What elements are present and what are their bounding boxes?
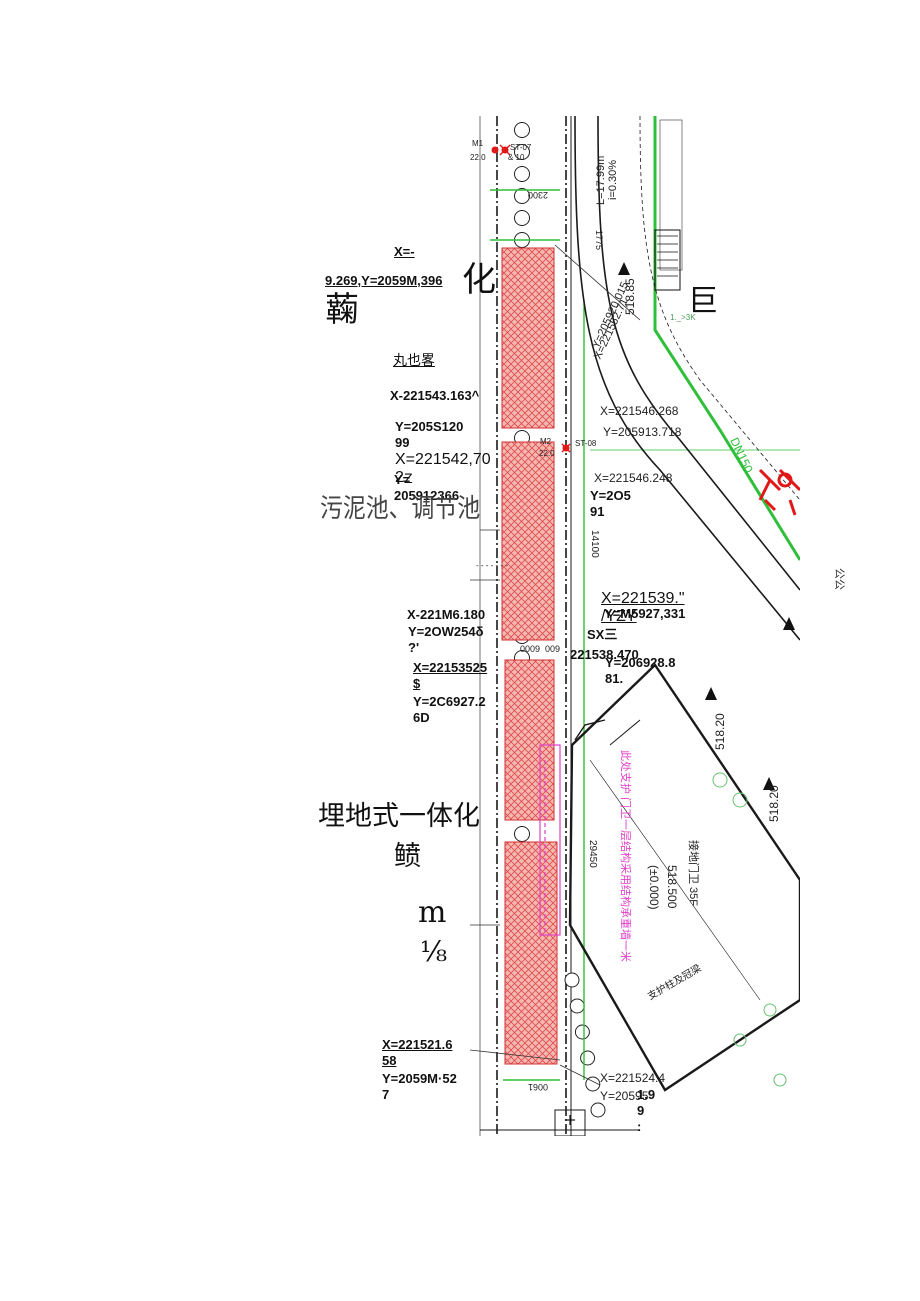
- st-val: & 10: [508, 153, 525, 162]
- leader-lines: [470, 244, 641, 1086]
- pile-circle: [580, 1050, 596, 1066]
- hatch-zone-3: [504, 659, 555, 821]
- building-outline: [568, 663, 800, 1092]
- magenta-outline: [539, 744, 561, 936]
- elev-4: 518.500: [665, 865, 679, 909]
- pt3-y: Y=2O5 91: [590, 488, 631, 519]
- survey-markers: [491, 144, 571, 453]
- pt4-y: Y=M5927,331: [604, 606, 686, 621]
- pt5-x: X-221M6.180: [407, 607, 486, 622]
- side-note: 公公: [833, 568, 845, 590]
- dim-29450: 29450: [587, 840, 598, 868]
- hatched-zones: [501, 247, 558, 1065]
- bottom-value: 1.9 9 :: [637, 1087, 656, 1134]
- dn150-label: DN150: [727, 435, 756, 475]
- small-underlined: 丸也畧: [393, 353, 435, 369]
- pt4-y2: Y=206928.8 81.: [605, 655, 676, 686]
- elevation-markers: [618, 262, 795, 790]
- pt2-ghost: Z: [404, 470, 413, 486]
- tree-symbols: [758, 468, 800, 516]
- pt4-x2: 221538.470: [570, 647, 639, 662]
- text-zan: 鲼: [394, 841, 421, 872]
- coord-e: Y=20595: [600, 1089, 649, 1103]
- pile-circle: [514, 122, 530, 138]
- support-beam: 支护柱及冠梁: [645, 961, 703, 1002]
- pt6-x: X=22153525 $: [413, 660, 488, 691]
- bottom-structures: [480, 1109, 640, 1136]
- pile-circle: [585, 1076, 601, 1092]
- hatch-zone-2: [501, 441, 555, 641]
- pile-circle: [514, 144, 530, 160]
- dim-14100: 14100: [589, 530, 600, 558]
- green-circles: [712, 772, 787, 1087]
- small-green-note: 1._>3K: [670, 313, 696, 322]
- label-top-xy: 9.269,Y=2059M,396: [325, 273, 443, 288]
- text-frac: ⅛: [420, 935, 448, 968]
- elev-2: 518.20: [713, 713, 727, 750]
- text-buried-integrated: 埋地式一体化: [318, 801, 480, 832]
- embankment: [654, 119, 683, 291]
- label-top-x: X=-: [394, 244, 415, 259]
- pt1-y: Y=205S120 99: [395, 419, 464, 450]
- st2-tag: ST-08: [575, 439, 597, 448]
- text-ju: 巨: [688, 284, 718, 319]
- elev-3: 518.20: [767, 785, 781, 822]
- m2-tag: M2: [540, 437, 552, 446]
- elev-1: 518.85: [623, 278, 637, 315]
- dim-009: 009: [545, 644, 560, 654]
- dim-0009: 0009: [520, 644, 540, 654]
- pt4-sx: SX三: [587, 627, 618, 642]
- pt4-x: X=221539." /YZY: [601, 590, 685, 625]
- pile-circle: [514, 166, 530, 182]
- coord-c: X=221546.248: [594, 471, 673, 485]
- pt7-x: X=221521.6 58: [382, 1037, 453, 1068]
- text-m: m: [418, 895, 447, 930]
- text-ji: 蘜: [325, 290, 359, 330]
- gate-building: 接地门卫 35F: [687, 840, 701, 906]
- hatch-zone-1: [501, 247, 555, 429]
- pt2-x: X=221542,70 2: [395, 451, 491, 486]
- drawing-area: 2300 1775 14100 29450 0009 009 0061 X=22…: [470, 116, 800, 1136]
- m1-tag: M1: [472, 139, 484, 148]
- slope: i=0.30%: [607, 160, 619, 200]
- pile-circle: [514, 188, 530, 204]
- pile-circle: [590, 1102, 606, 1118]
- pt6-y: Y=2C6927.2 6D: [413, 694, 486, 725]
- m2-elev: 22.0: [539, 449, 555, 458]
- pt2-y: Y= 205912366: [394, 472, 460, 503]
- dim-0061: 0061: [528, 1082, 548, 1092]
- pile-circle: [514, 826, 530, 842]
- boundary-lines: [479, 116, 572, 1136]
- dim-2300: 2300: [528, 190, 548, 200]
- coord-a: X=221546.268: [600, 404, 679, 418]
- pt7-y: Y=2059M·52 7: [382, 1071, 457, 1102]
- magenta-note: 此处支护 门卫一层结构采用结构承重墙一米: [619, 750, 633, 962]
- hatch-zone-4: [504, 841, 558, 1065]
- coord-b: Y=205913.718: [603, 425, 682, 439]
- text-sludge-tank: 污泥池、调节池: [320, 494, 481, 524]
- dim-1775: 1775: [594, 230, 604, 250]
- pile-circle: [514, 210, 530, 226]
- pile-circle: [564, 972, 580, 988]
- small-dash: - - - - - - -: [476, 561, 508, 570]
- st-tag: ST-07: [510, 143, 532, 152]
- pile-circle: [574, 1024, 590, 1040]
- slope-length: L=17.99m: [595, 156, 607, 205]
- coord-d: X=221524.4: [600, 1071, 665, 1085]
- text-hua: 化: [462, 260, 496, 300]
- pt1-x: X-221543.163^: [390, 388, 480, 403]
- pt5-y: Y=2OW254δ ?': [408, 624, 484, 655]
- pile-circle: [569, 998, 585, 1014]
- m1-elev: 22.0: [470, 153, 486, 162]
- road-curves: [574, 116, 800, 641]
- elev-5: (±0.000): [647, 865, 661, 910]
